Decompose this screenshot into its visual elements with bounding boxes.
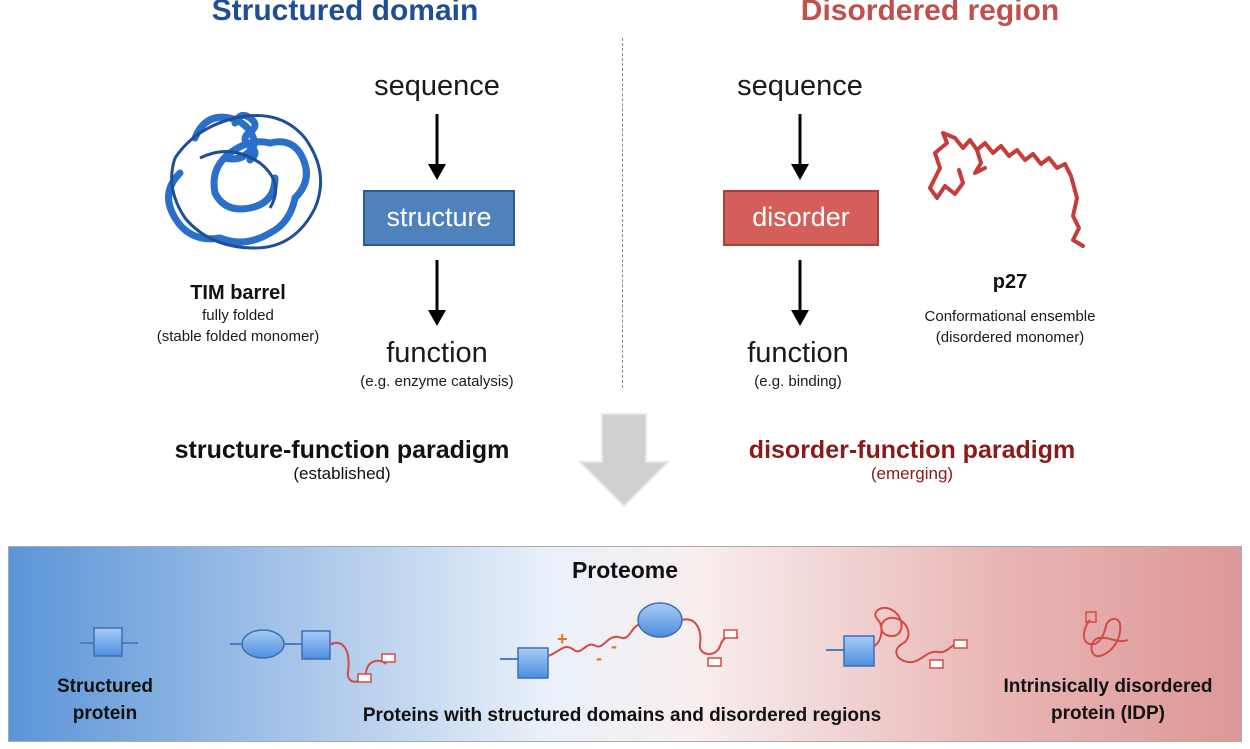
tim-barrel-label: TIM barrel xyxy=(190,282,286,304)
idp-icon xyxy=(1083,611,1129,658)
structure-function-paradigm: structure-function paradigm xyxy=(174,436,510,464)
disordered-arrow-down-1 xyxy=(791,114,809,180)
p27-label: p27 xyxy=(992,271,1028,293)
disordered-region-heading: Disordered region xyxy=(800,0,1060,27)
disordered-arrow-down-2 xyxy=(791,260,809,326)
disorder-function-status: (emerging) xyxy=(870,464,954,483)
tim-barrel-desc-2: (stable folded monomer) xyxy=(156,328,320,345)
structure-function-status: (established) xyxy=(293,464,391,483)
section-divider xyxy=(622,38,623,388)
negative-charge-label-1: - xyxy=(596,648,602,668)
structured-domain-heading: Structured domain xyxy=(211,0,479,27)
disordered-function-label: function xyxy=(747,337,849,369)
proteome-diagram xyxy=(80,602,1129,683)
idp-label-1: Intrinsically disordered xyxy=(1003,676,1213,697)
structured-function-label: function xyxy=(386,337,488,369)
mixed-protein-2-icon xyxy=(500,602,739,679)
mixed-proteins-label: Proteins with structured domains and dis… xyxy=(362,705,882,726)
p27-desc-2: (disordered monomer) xyxy=(935,329,1085,346)
idp-label-2: protein (IDP) xyxy=(1051,703,1165,724)
positive-charge-label: + xyxy=(557,629,568,649)
disorder-function-paradigm: disorder-function paradigm xyxy=(748,436,1076,464)
structured-sequence-label: sequence xyxy=(374,70,500,102)
proteome-title: Proteome xyxy=(571,557,679,583)
negative-charge-label-2: - xyxy=(611,636,617,656)
structured-function-example: (e.g. enzyme catalysis) xyxy=(360,373,514,390)
disordered-function-example: (e.g. binding) xyxy=(754,373,842,390)
structured-protein-label-2: protein xyxy=(72,703,138,724)
disorder-box: disorder xyxy=(723,190,879,246)
mixed-protein-1-icon xyxy=(230,629,396,683)
disordered-sequence-label: sequence xyxy=(737,70,863,102)
proteome-panel xyxy=(8,546,1242,742)
structure-box: structure xyxy=(363,190,515,246)
structured-arrow-down-1 xyxy=(428,114,446,180)
structured-protein-label-1: Structured xyxy=(56,676,154,697)
p27-desc-1: Conformational ensemble xyxy=(924,308,1096,325)
structured-protein-icon xyxy=(80,627,138,657)
tim-barrel-structure-icon xyxy=(165,111,323,250)
mixed-protein-3-icon xyxy=(826,606,968,669)
large-down-arrow-icon xyxy=(577,413,671,508)
tim-barrel-desc-1: fully folded xyxy=(202,307,274,324)
structured-arrow-down-2 xyxy=(428,260,446,326)
p27-ensemble-icon xyxy=(928,131,1085,248)
